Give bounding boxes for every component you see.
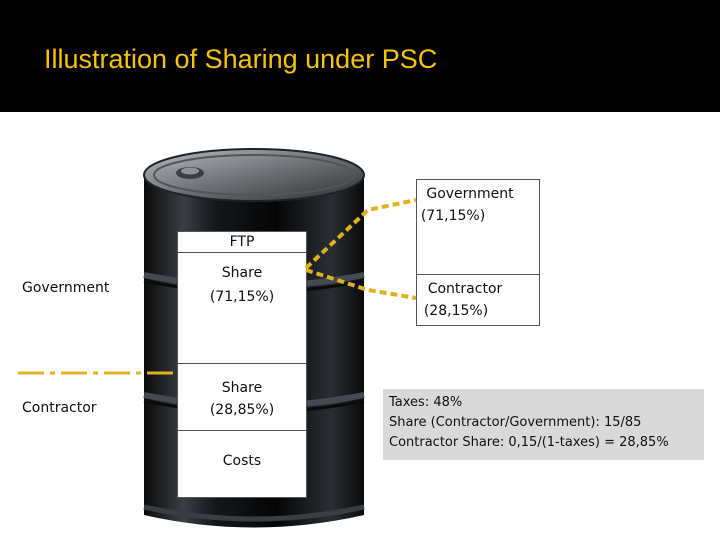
con-share-box: Share (28,85%)	[177, 363, 307, 431]
right-contractor-line1: Contractor	[427, 281, 503, 297]
calculation-note: Taxes: 48% Share (Contractor/Government)…	[383, 389, 704, 460]
right-government-line1: Government	[426, 186, 514, 202]
con-share-line2: (28,85%)	[209, 402, 275, 418]
con-share-line1: Share	[221, 380, 263, 396]
right-contractor-box: Contractor (28,15%)	[416, 274, 540, 326]
taxes-note: Taxes: 48%	[389, 395, 463, 410]
gov-share-line1: Share	[221, 265, 263, 281]
contractor-share-note: Contractor Share: 0,15/(1-taxes) = 28,85…	[389, 435, 669, 450]
contractor-connector	[305, 268, 417, 300]
slide-title: Illustration of Sharing under PSC	[44, 44, 438, 74]
left-contractor-label: Contractor	[22, 400, 97, 416]
costs-box: Costs	[177, 430, 307, 498]
ftp-label: FTP	[229, 234, 255, 250]
left-government-label: Government	[22, 280, 110, 296]
right-government-line2: (71,15%)	[420, 208, 486, 224]
share-note: Share (Contractor/Government): 15/85	[389, 415, 642, 430]
right-government-box: Government (71,15%)	[416, 179, 540, 275]
gov-share-line2: (71,15%)	[209, 289, 275, 305]
government-connector	[304, 198, 417, 270]
right-contractor-line2: (28,15%)	[423, 303, 489, 319]
costs-label: Costs	[222, 453, 262, 469]
title-bar: Illustration of Sharing under PSC	[0, 0, 720, 112]
